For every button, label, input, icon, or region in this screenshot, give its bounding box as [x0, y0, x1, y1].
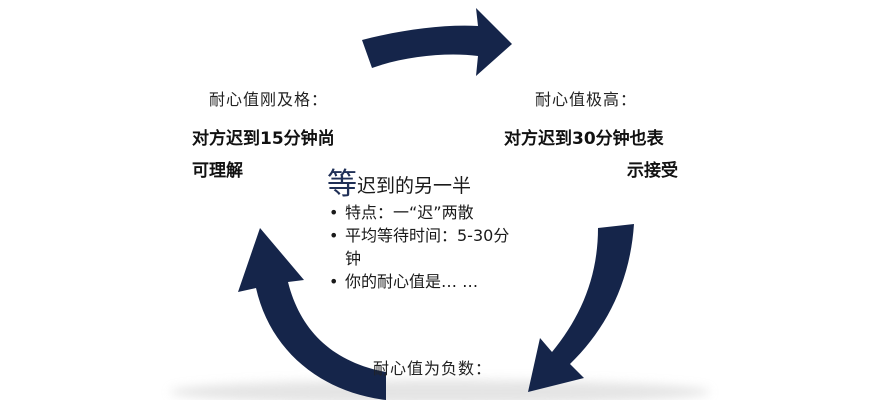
center-title-big-char: 等	[327, 167, 357, 202]
bullet-item: 特点：一“迟”两散	[327, 201, 577, 224]
right-node-heading: 耐心值极高：	[535, 90, 638, 109]
center-title-rest: 迟到的另一半	[357, 175, 472, 197]
right-node-text-line2: 示接受	[627, 161, 678, 181]
center-bullet-list: 特点：一“迟”两散 平均等待时间：5-30分 钟 你的耐心值是… …	[327, 201, 577, 293]
center-content: 等迟到的另一半 特点：一“迟”两散 平均等待时间：5-30分 钟 你的耐心值是……	[327, 170, 577, 294]
center-title: 等迟到的另一半	[327, 170, 577, 201]
left-node-heading: 耐心值刚及格：	[209, 90, 329, 109]
bullet-item: 平均等待时间：5-30分	[327, 224, 577, 247]
left-node-text-line2: 可理解	[192, 161, 243, 181]
bullet-item: 你的耐心值是… …	[327, 270, 577, 293]
right-arrow	[528, 224, 634, 392]
right-node-text-line1: 对方迟到30分钟也表	[504, 129, 664, 149]
top-arrow	[362, 8, 512, 76]
bullet-item-continuation: 钟	[345, 249, 362, 268]
left-node-text-line1: 对方迟到15分钟尚	[192, 129, 335, 149]
left-arrow	[238, 228, 386, 400]
bottom-shadow	[170, 380, 710, 400]
bottom-node-heading: 耐心值为负数：	[373, 359, 493, 378]
